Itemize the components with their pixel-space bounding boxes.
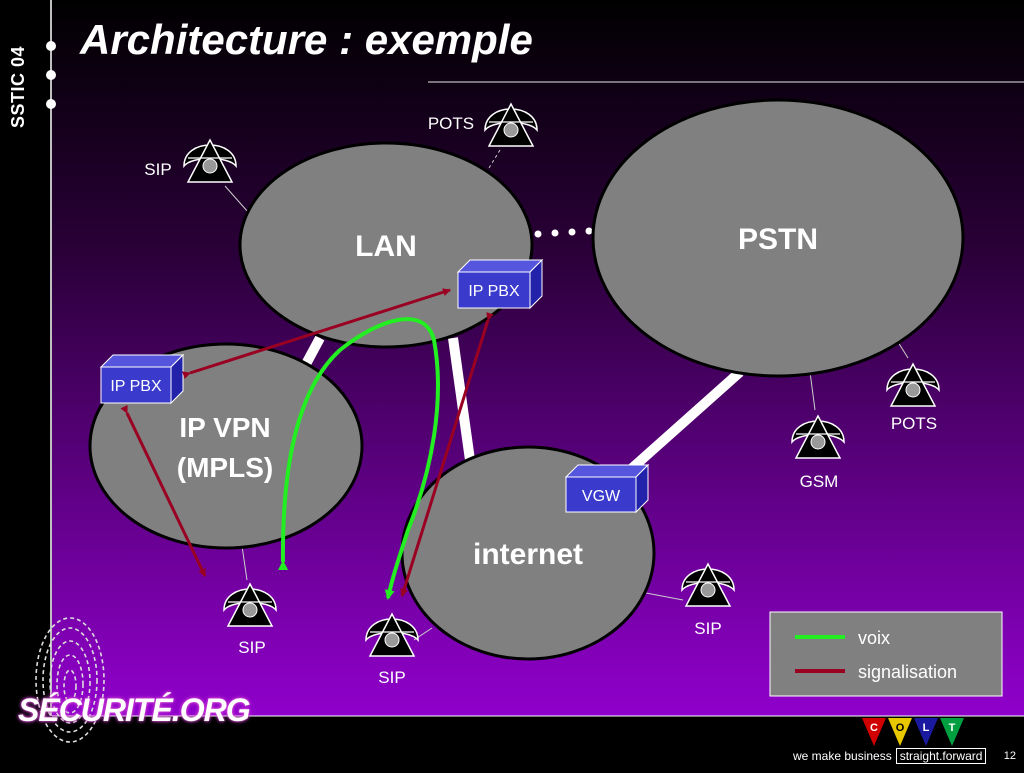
footer-slogan-boxed: straight.forward (895, 748, 987, 764)
connector-sip-vpn (241, 545, 248, 581)
ip-pbx-lan-label: IP PBX (468, 283, 520, 300)
pots-pstn-label: POTS (891, 414, 937, 433)
sip-vpn-label: SIP (238, 638, 265, 657)
connector-pots-lan (477, 149, 501, 187)
colt-letter-l: L (923, 722, 930, 734)
internet-label: internet (473, 538, 583, 571)
sip-internet-label: SIP (694, 619, 721, 638)
legend-voice-label: voix (858, 628, 890, 648)
sip-lan-label: SIP (144, 160, 171, 179)
link-pstn-internet (626, 368, 744, 474)
legend-box (769, 611, 1003, 697)
ip-pbx-vpn-label: IP PBX (110, 378, 162, 395)
connector-pots-pstn (897, 341, 909, 359)
ip-pbx-lan[interactable]: IP PBX (456, 258, 544, 310)
signal-arrow-pbx-sip-mid (400, 312, 494, 597)
signal-arrow-pbx-pbx (182, 288, 451, 379)
lan-label: LAN (355, 230, 417, 263)
colt-letter-c: C (870, 722, 878, 734)
colt-letter-o: O (896, 722, 905, 734)
sidebar-bullet (46, 70, 56, 80)
vgw-label: VGW (582, 488, 621, 505)
connector-gsm-pstn (809, 371, 816, 411)
pstn-cloud (591, 98, 965, 378)
footer-slogan: we make business straight.forward (793, 748, 987, 764)
securite-logo-text: SÉCURITÉ.ORG (18, 692, 251, 728)
dotted-link-lan-pstn (534, 227, 593, 238)
mpls-label: (MPLS) (177, 452, 273, 483)
fingerprint-logo (35, 617, 105, 743)
connector-sip-lan (224, 185, 249, 213)
sidebar-bullet (46, 99, 56, 109)
voice-path (278, 317, 440, 600)
signal-arrow-pbx-sip-vpn (120, 404, 207, 577)
page-number: 12 (1003, 750, 1016, 762)
colt-letter-t: T (949, 722, 956, 734)
sip-mid-label: SIP (378, 668, 405, 687)
legend-signal-label: signalisation (858, 662, 957, 682)
gsm-label: GSM (800, 472, 839, 491)
page-title: Architecture : exemple (80, 16, 533, 63)
connector-sip-internet (645, 592, 684, 601)
pots-lan-label: POTS (428, 114, 474, 133)
footer-slogan-text: we make business (793, 749, 892, 763)
sidebar-bullet (46, 41, 56, 51)
legend: voix signalisation (769, 611, 1003, 697)
ip-pbx-vpn[interactable]: IP PBX (99, 353, 185, 405)
sidebar-label: SSTIC 04 (8, 45, 28, 128)
ipvpn-label: IP VPN (179, 412, 270, 443)
vgw-box[interactable]: VGW (564, 463, 650, 514)
pstn-label: PSTN (738, 223, 818, 256)
colt-logo: C O L T (862, 718, 964, 746)
